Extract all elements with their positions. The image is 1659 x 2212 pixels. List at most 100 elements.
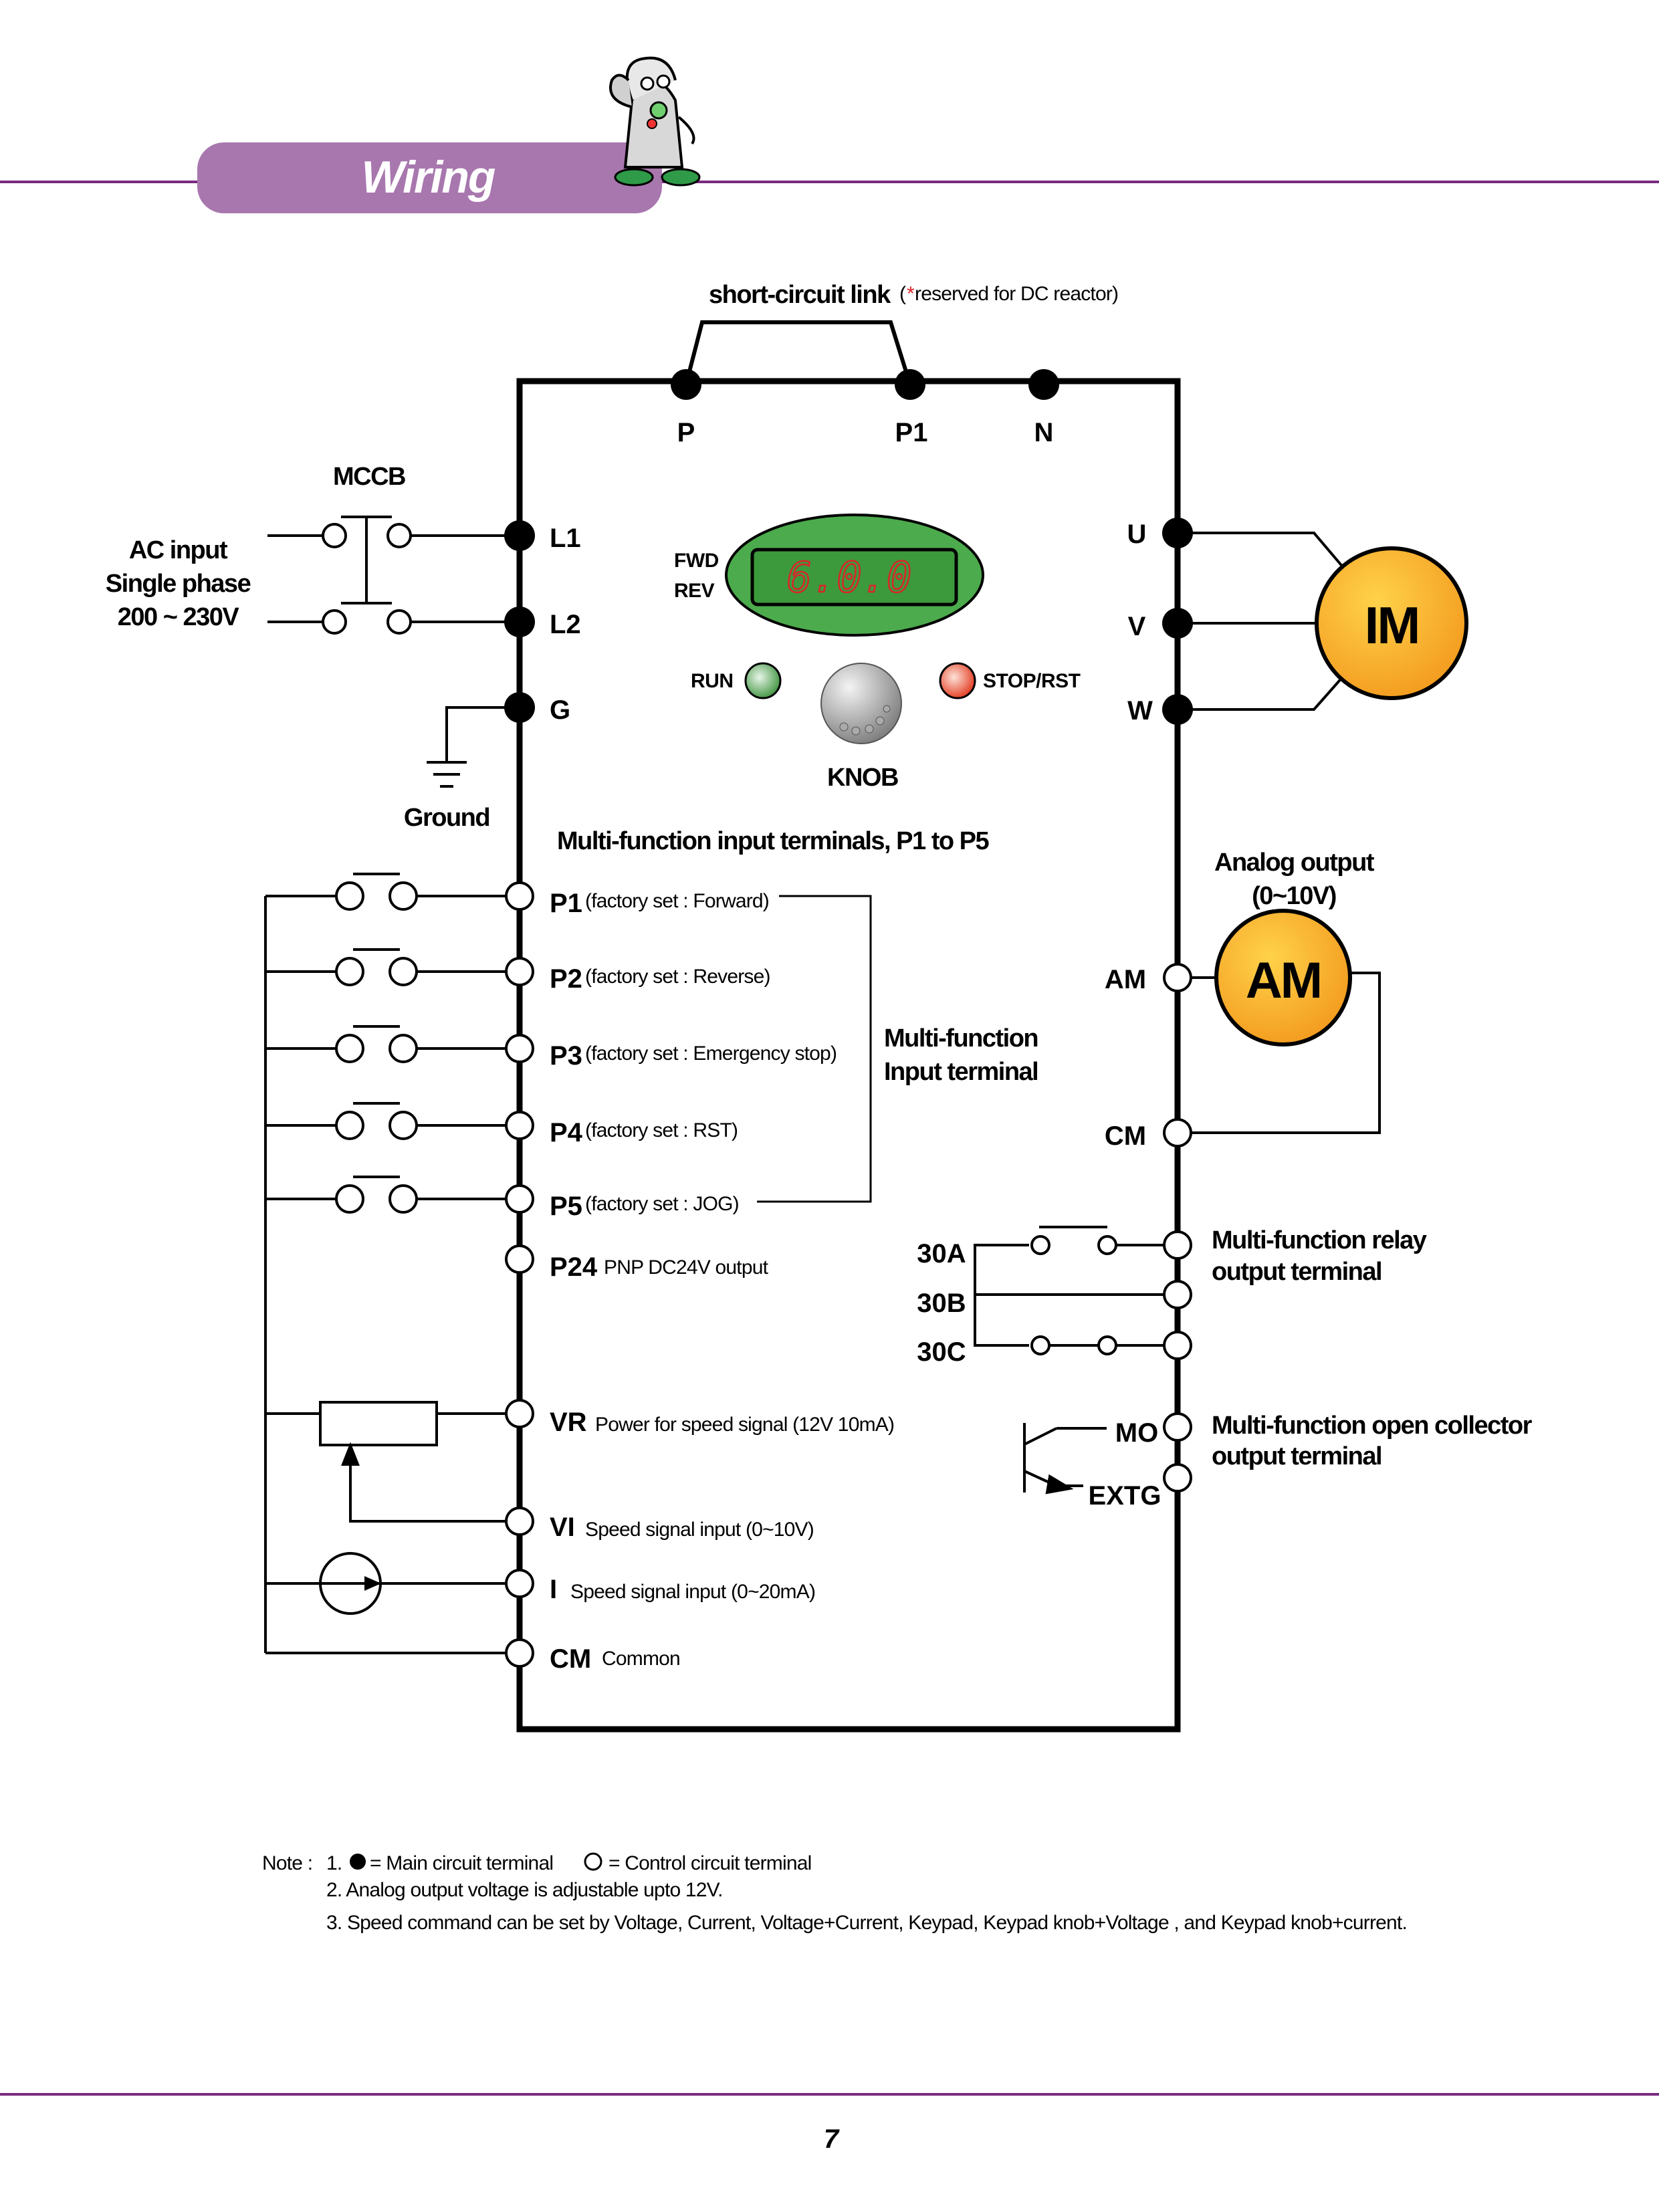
note-2: 2. Analog output voltage is adjustable u… [326,1879,723,1901]
short-circuit-link [684,320,912,385]
rev-indicator: REV [674,580,715,602]
terminal-l1-label: L1 [550,524,581,553]
terminal-u-label: U [1127,520,1147,549]
terminal-p1[interactable] [505,881,534,911]
induction-motor [1315,546,1468,700]
run-label: RUN [691,670,734,692]
stop-rst-button[interactable] [939,662,976,699]
terminal-vr-desc: Power for speed signal (12V 10mA) [595,1414,894,1436]
terminal-p3-label: P3 [550,1041,582,1071]
terminal-n-dot[interactable] [1028,369,1059,400]
input-row-p4: P4(factory set : RST) [265,1102,738,1147]
mccb-label: MCCB [333,463,405,491]
terminal-am[interactable] [1163,963,1192,992]
switch-contact-icon [389,881,418,911]
analog-input-wiring [265,1401,506,1654]
terminal-30c[interactable] [1163,1331,1192,1360]
terminal-p24[interactable] [505,1244,534,1274]
run-button[interactable] [744,662,782,699]
terminal-n-label: N [1034,418,1054,447]
analog-output-title: Analog output [1214,849,1375,877]
fwd-indicator: FWD [674,550,719,572]
terminal-p5-label: P5 [550,1192,582,1221]
ac-input-label: AC input [129,536,228,564]
page-title: Wiring [362,152,495,203]
terminal-vi[interactable] [505,1507,534,1536]
terminal-l1-dot[interactable] [504,520,535,551]
input-group-label-1: Multi-function [884,1024,1038,1053]
terminal-i[interactable] [505,1569,534,1598]
terminal-cm-output[interactable] [1163,1118,1192,1147]
terminal-cm-input-desc: Common [602,1648,680,1670]
input-row-p1: P1(factory set : Forward) [265,873,770,918]
terminal-w-label: W [1127,696,1153,726]
terminal-p5-desc: (factory set : JOG) [585,1193,739,1215]
terminal-cm-input[interactable] [505,1638,534,1668]
note-1-main: = Main circuit terminal [370,1852,553,1874]
terminal-i-desc: Speed signal input (0~20mA) [570,1581,815,1603]
display-window [750,548,958,606]
terminal-p1-dc-dot[interactable] [895,369,925,400]
terminal-p2-label: P2 [550,964,582,994]
page-number: 7 [824,2124,840,2154]
ammeter-source-icon [314,1552,382,1615]
inputs-heading: Multi-function input terminals, P1 to P5 [557,827,989,855]
open-collector-label-2: output terminal [1212,1442,1381,1470]
input-group-bracket [757,895,872,1203]
switch-contact-icon [335,1184,364,1214]
switch-contact-icon [389,1111,418,1140]
header-band [197,142,662,213]
terminal-p-dot[interactable] [671,369,701,400]
terminal-l2-label: L2 [550,610,581,639]
open-collector-label-1: Multi-function open collector [1212,1412,1533,1440]
terminal-p5[interactable] [505,1184,534,1214]
knob-icon[interactable] [820,663,902,744]
terminal-vr-label: VR [550,1408,587,1437]
main-terminal-legend-dot [350,1854,366,1870]
terminal-p3-desc: (factory set : Emergency stop) [585,1042,837,1065]
terminal-30a[interactable] [1163,1230,1192,1260]
terminal-am-label: AM [1105,965,1146,994]
stop-rst-label: STOP/RST [983,670,1081,692]
mccb-breaker [267,516,520,635]
dc-link-asterisk: * [907,283,915,305]
terminal-p4[interactable] [505,1111,534,1140]
terminal-i-label: I [550,1575,557,1604]
terminal-extg-label: EXTG [1089,1481,1162,1511]
terminal-p4-label: P4 [550,1118,583,1147]
switch-contact-icon [335,957,364,986]
ground-symbol-icon [427,706,520,788]
terminal-p1-dc-label: P1 [895,418,928,447]
terminal-p3[interactable] [505,1034,534,1063]
relay-label-2: output terminal [1212,1258,1381,1286]
note-3: 3. Speed command can be set by Voltage, … [326,1912,1407,1934]
dc-link-title: short-circuit link [709,281,891,309]
transistor-icon [1023,1423,1107,1495]
dc-link-open-paren: ( [899,283,906,305]
relay-label-1: Multi-function relay [1212,1226,1427,1254]
mascot-icon [609,56,701,187]
terminal-p-label: P [677,418,695,447]
terminal-vi-desc: Speed signal input (0~10V) [585,1519,814,1541]
terminal-v-label: V [1128,612,1146,641]
terminal-p1-desc: (factory set : Forward) [585,890,769,912]
terminal-vr[interactable] [505,1399,534,1428]
relay-30b-label: 30B [917,1289,966,1318]
terminal-p2[interactable] [505,957,534,986]
terminal-extg[interactable] [1163,1463,1192,1492]
note-1-control: = Control circuit terminal [609,1852,811,1874]
analog-meter-label: AM [1246,952,1321,1009]
relay-wiring [974,1226,1164,1355]
terminal-30b[interactable] [1163,1280,1192,1309]
switch-contact-icon [335,1034,364,1063]
terminal-l2-dot[interactable] [504,606,535,637]
input-rows: P1(factory set : Forward)P2(factory set … [265,873,837,1221]
terminal-mo[interactable] [1163,1412,1192,1442]
switch-contact-icon [335,1111,364,1140]
knob-label: KNOB [827,764,898,792]
terminal-cm-output-label: CM [1105,1121,1146,1151]
input-voltage-label: 200 ~ 230V [118,603,240,631]
switch-contact-icon [389,1034,418,1063]
terminal-p2-desc: (factory set : Reverse) [585,966,770,988]
